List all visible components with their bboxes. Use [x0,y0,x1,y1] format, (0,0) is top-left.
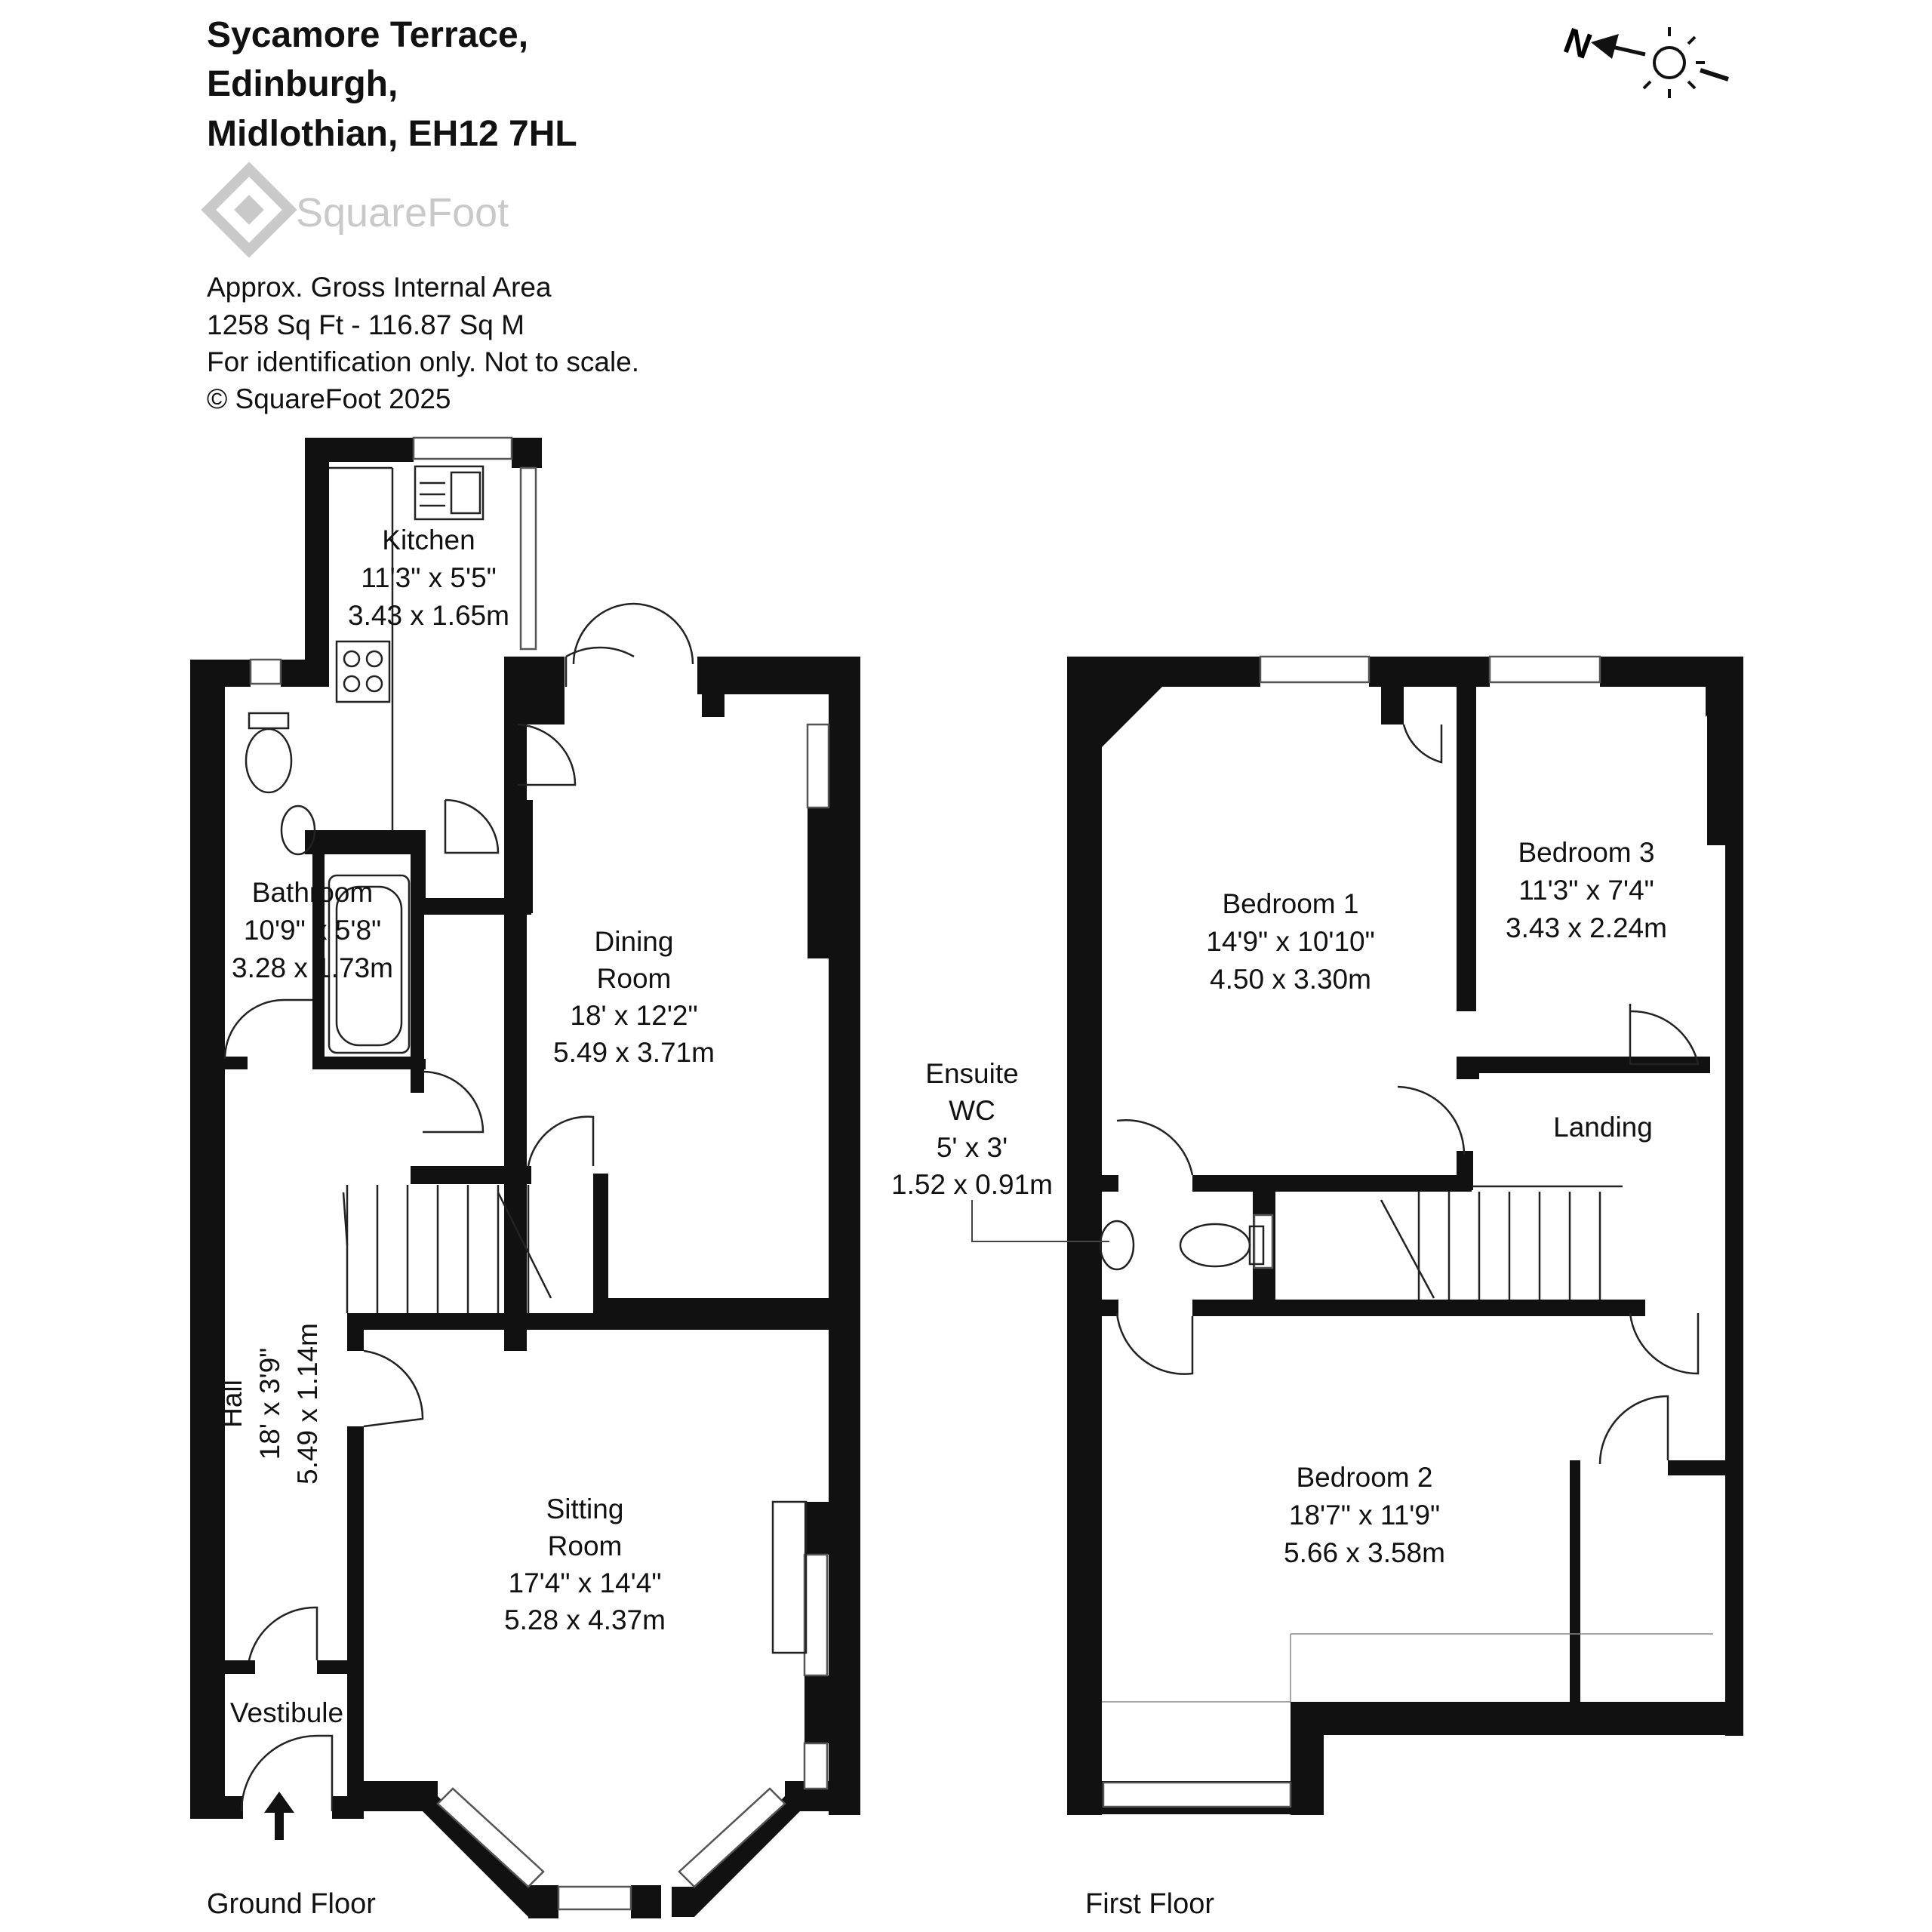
ground-floor-fixtures [245,465,808,1654]
ground-stairs-icon [342,1185,552,1313]
basin-icon [280,804,316,856]
room-name-2: WC [949,1095,995,1126]
room-metric: 3.43 x 1.65m [348,600,509,631]
bath-icon [328,874,411,1054]
kitchen-hob-icon [335,640,391,703]
entrance-arrow-icon [264,1792,294,1840]
room-metric: 5.49 x 1.14m [292,1323,323,1484]
brand-name: SquareFoot [296,190,509,235]
address-line-3: Midlothian, EH12 7HL [207,114,577,154]
room-imperial: 11'3" x 5'5" [361,562,497,593]
room-metric: 3.28 x 1.73m [232,952,393,983]
room-metric: 4.50 x 3.30m [1210,964,1371,995]
address-line-1: Sycamore Terrace, [207,15,528,55]
ground-floor-walls [190,438,860,1918]
squarefoot-logo-icon [201,162,297,258]
room-imperial: 18' x 3'9" [254,1348,285,1460]
room-imperial: 11'3" x 7'4" [1518,875,1654,906]
first-floor-title: First Floor [1085,1888,1214,1920]
bedroom-3-label: Bedroom 3 11'3" x 7'4" 3.43 x 2.24m [1506,837,1667,943]
room-name-2: Room [597,963,672,994]
first-floor-doors [1102,724,1713,1703]
compass-sun-icon: N [1558,20,1729,98]
bathroom-label: Bathroom 10'9" x 5'8" 3.28 x 1.73m [232,877,393,983]
room-name: Bedroom 3 [1518,837,1655,868]
ensuite-basin-icon [1099,1220,1135,1271]
room-imperial: 10'9" x 5'8" [244,915,381,946]
room-name: Hall [217,1380,248,1428]
vestibule-label: Vestibule [230,1697,343,1728]
first-stairs-icon [1380,1185,1623,1300]
room-name: Sitting [546,1494,624,1524]
room-imperial: 5' x 3' [937,1132,1008,1163]
room-name: Bedroom 1 [1223,888,1359,919]
dining-room-label: Dining Room 18' x 12'2" 5.49 x 3.71m [553,926,715,1068]
area-value: 1258 Sq Ft - 116.87 Sq M [207,309,525,340]
room-name: Kitchen [382,525,475,555]
north-label: N [1558,20,1597,67]
ground-floor-doors [223,602,694,1812]
sitting-room-label: Sitting Room 17'4" x 14'4" 5.28 x 4.37m [504,1494,666,1635]
copyright: © SquareFoot 2025 [207,383,451,414]
room-metric: 5.66 x 3.58m [1284,1537,1445,1568]
room-imperial: 17'4" x 14'4" [509,1567,662,1598]
room-imperial: 18'7" x 11'9" [1289,1500,1440,1531]
ground-floor-windows [249,436,830,1911]
kitchen-label: Kitchen 11'3" x 5'5" 3.43 x 1.65m [348,525,509,631]
first-floor-walls [1067,657,1743,1815]
ensuite-toilet-icon [1179,1223,1251,1268]
ground-floor-title: Ground Floor [207,1888,376,1920]
room-imperial: 18' x 12'2" [570,1000,697,1031]
room-name: Bathroom [252,877,373,908]
hall-label: Hall 18' x 3'9" 5.49 x 1.14m [217,1323,323,1484]
kitchen-sink-icon [414,465,485,521]
room-name-2: Room [548,1531,623,1561]
room-metric: 1.52 x 0.91m [891,1169,1053,1200]
bedroom-2-label: Bedroom 2 18'7" x 11'9" 5.66 x 3.58m [1284,1462,1445,1568]
bedroom-1-label: Bedroom 1 14'9" x 10'10" 4.50 x 3.30m [1206,888,1375,995]
room-name: Landing [1553,1112,1653,1143]
room-metric: 5.49 x 3.71m [553,1037,715,1068]
room-metric: 5.28 x 4.37m [504,1604,666,1635]
fireplace-icon [771,1500,808,1654]
room-name: Bedroom 2 [1297,1462,1433,1493]
room-metric: 3.43 x 2.24m [1506,912,1667,943]
room-name: Ensuite [925,1058,1018,1089]
room-imperial: 14'9" x 10'10" [1206,926,1375,957]
first-floor-fixtures [971,1185,1623,1300]
ensuite-wc-label: Ensuite WC 5' x 3' 1.52 x 0.91m [891,1058,1053,1200]
room-name: Dining [595,926,674,957]
landing-label: Landing [1553,1112,1653,1143]
room-name: Vestibule [230,1697,343,1728]
disclaimer: For identification only. Not to scale. [207,346,639,377]
toilet-icon [245,728,293,794]
address-line-2: Edinburgh, [207,64,398,104]
area-heading: Approx. Gross Internal Area [207,272,552,303]
